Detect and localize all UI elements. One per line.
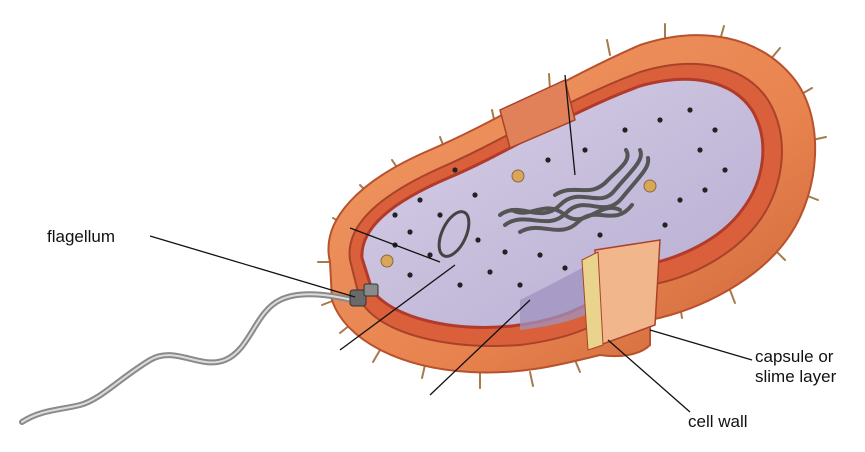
leader-capsule bbox=[650, 330, 752, 360]
flagellum-label: flagellum bbox=[47, 227, 115, 247]
leader-flagellum bbox=[150, 236, 355, 297]
capsule-label-line2: slime layer bbox=[755, 367, 836, 387]
capsule-label-line1: capsule or bbox=[755, 347, 836, 367]
cell-wall-label: cell wall bbox=[688, 412, 748, 432]
flagellum-highlight bbox=[22, 294, 352, 422]
leader-cell-wall bbox=[608, 340, 690, 412]
capsule-label: capsule or slime layer bbox=[755, 347, 836, 387]
